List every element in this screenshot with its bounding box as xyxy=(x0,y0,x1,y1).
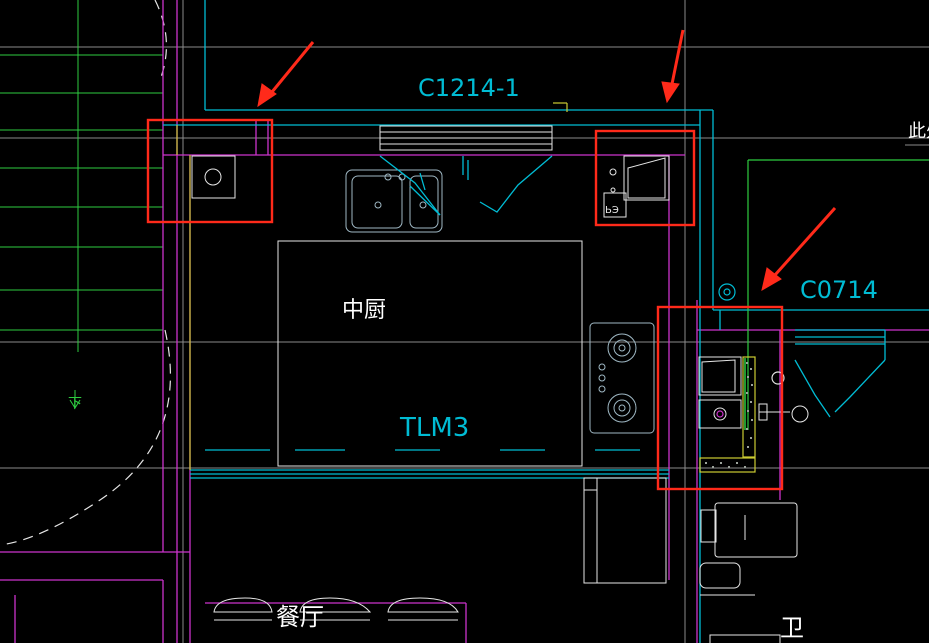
room-label-kitchen: 中厨 xyxy=(342,298,386,323)
stair-down-label: 下 xyxy=(68,396,82,412)
arrow-right-icon xyxy=(761,206,837,292)
window-swing-lines xyxy=(379,155,553,216)
highlight-box-top-right xyxy=(594,129,696,227)
annotation-boxes xyxy=(146,118,784,491)
corner-drain-left xyxy=(191,155,236,199)
highlight-box-left xyxy=(146,118,274,224)
window-top-frame xyxy=(379,125,553,151)
annotation-arrows xyxy=(257,29,837,292)
dining-chairs xyxy=(213,597,459,621)
walls-cyan xyxy=(163,0,929,643)
gas-stove xyxy=(589,322,655,434)
yellow-details xyxy=(176,102,568,470)
top-right-partial-label: 此处 xyxy=(908,121,929,142)
magenta-drain xyxy=(716,410,724,418)
shaft-hatch xyxy=(699,356,756,473)
stair-swing-arc xyxy=(0,0,171,546)
arrow-left-icon xyxy=(257,41,315,108)
room-label-dining: 餐厅 xyxy=(276,603,324,631)
riser-pipe xyxy=(718,283,736,301)
arrow-middle-icon xyxy=(661,29,685,104)
bath-partial-label: 卫 xyxy=(780,614,804,642)
fridge xyxy=(583,477,667,584)
water-heater xyxy=(603,155,670,218)
window-label-right: C0714 xyxy=(800,276,878,304)
bath-fixtures xyxy=(698,356,809,643)
small-mark-label: ЬЭ xyxy=(605,205,619,216)
green-room-top-right xyxy=(747,159,929,430)
window-label-top: C1214-1 xyxy=(418,74,520,102)
highlight-box-bath xyxy=(656,305,784,491)
double-sink xyxy=(345,169,443,233)
kitchen-island xyxy=(277,240,583,467)
right-door-swing xyxy=(794,359,886,418)
door-tag-label: TLM3 xyxy=(399,413,469,443)
riser-hatched xyxy=(771,371,785,385)
stair xyxy=(0,0,164,409)
